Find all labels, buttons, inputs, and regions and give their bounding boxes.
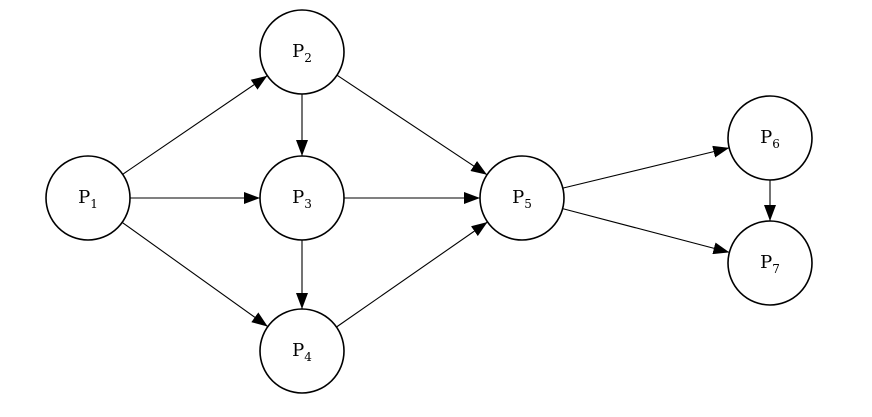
node-label-subscript: 2 xyxy=(304,51,312,65)
node-label-base: P xyxy=(292,340,304,361)
node-label: P3 xyxy=(292,187,312,211)
node-circle xyxy=(259,308,345,394)
node-label-subscript: 1 xyxy=(90,197,98,211)
node-label: P1 xyxy=(78,187,98,211)
edge-p5-to-p6 xyxy=(562,145,730,189)
node-label: P7 xyxy=(760,252,780,276)
node-p3: P3 xyxy=(259,155,345,241)
node-p2: P2 xyxy=(259,9,345,95)
node-p1: P1 xyxy=(45,155,131,241)
node-circle xyxy=(727,95,813,181)
node-circle xyxy=(45,155,131,241)
node-label-base: P xyxy=(78,187,90,208)
node-label: P5 xyxy=(512,187,532,211)
node-label-base: P xyxy=(292,41,304,62)
node-label-base: P xyxy=(512,187,524,208)
node-label-subscript: 4 xyxy=(304,350,312,364)
node-p6: P6 xyxy=(727,95,813,181)
node-label-subscript: 7 xyxy=(772,262,780,276)
edge-p4-to-p5 xyxy=(336,221,488,328)
node-label: P6 xyxy=(760,127,780,151)
node-circle xyxy=(479,155,565,241)
node-label: P2 xyxy=(292,41,312,65)
node-circle xyxy=(259,9,345,95)
node-p5: P5 xyxy=(479,155,565,241)
node-circle xyxy=(259,155,345,241)
edge-p1-to-p2 xyxy=(122,75,268,175)
node-label-subscript: 5 xyxy=(524,197,532,211)
edges xyxy=(121,74,776,328)
node-circle xyxy=(727,220,813,306)
node-label-subscript: 3 xyxy=(304,197,312,211)
edge-p2-to-p5 xyxy=(336,74,488,176)
edge-p5-to-p7 xyxy=(562,208,730,255)
node-label-base: P xyxy=(760,127,772,148)
node-label-subscript: 6 xyxy=(772,137,780,151)
node-label: P4 xyxy=(292,340,312,364)
node-p4: P4 xyxy=(259,308,345,394)
node-label-base: P xyxy=(760,252,772,273)
node-p7: P7 xyxy=(727,220,813,306)
node-label-base: P xyxy=(292,187,304,208)
edge-p1-to-p4 xyxy=(121,221,269,328)
